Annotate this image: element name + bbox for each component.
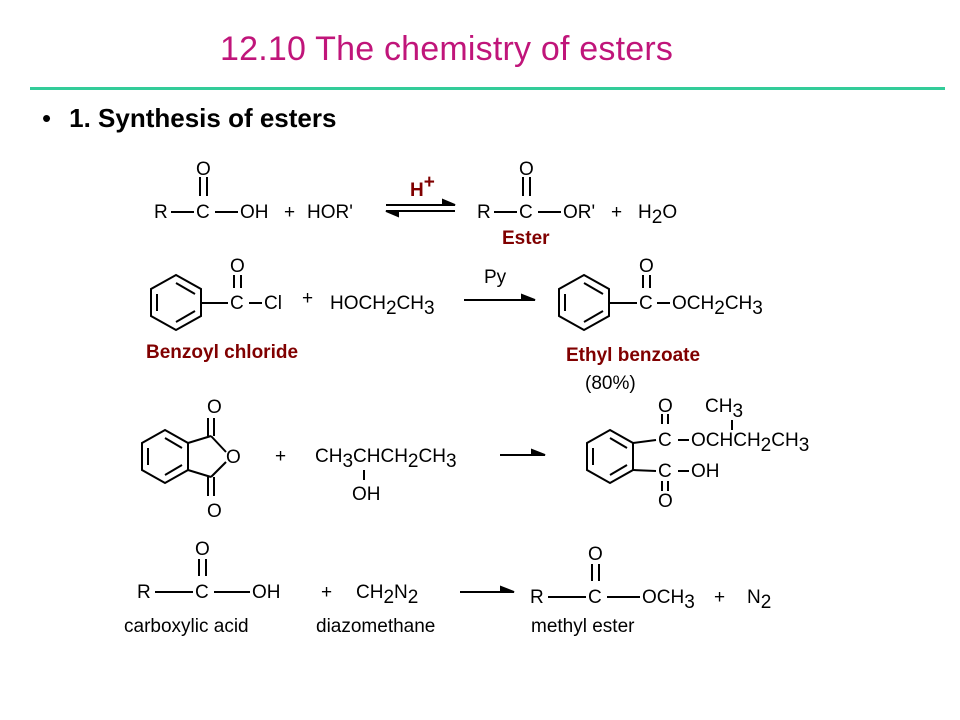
r3-bond [632,469,657,472]
r2-product-ring [558,273,610,332]
bullet-text: 1. Synthesis of esters [69,103,337,133]
r2-product-ester: OCH2CH3 [672,293,763,319]
r1-acid-r: R [154,202,168,223]
r1-product-o: O [519,159,534,180]
r3-product-o-top: O [658,396,673,417]
r4-acid-o: O [195,539,210,560]
r4-plus: + [321,582,332,603]
title-divider [30,87,945,90]
r2-ring-double [583,282,604,295]
r3-plus: + [275,446,286,467]
r4-label-product: methyl ester [531,616,635,637]
r4-label-reagent: diazomethane [316,616,435,637]
r4-plus-2: + [714,587,725,608]
r2-product-c: C [639,293,653,314]
r2-arrowhead [521,293,536,301]
r3-o-top: O [207,397,222,418]
r1-water: H2O [638,202,677,228]
r4-acid-c: C [195,582,209,603]
r3-bond [210,435,227,453]
r4-arrowhead [500,585,515,593]
r3-alcohol-oh: OH [352,484,381,505]
r1-product-or: OR' [563,202,595,223]
r4-reagent: CH2N2 [356,582,418,608]
reaction-1: R C OH O + HOR' H+ R C OR' O + H2O Ester [154,159,677,249]
r3-ring-double [164,437,183,449]
r2-ring-double [175,282,196,295]
r2-product-o: O [639,256,654,277]
reaction-4: R C OH O + CH2N2 R C OCH3 O + N2 carboxy… [124,539,771,637]
r1-plus-2: + [611,202,622,223]
r3-ring-o: O [226,447,241,468]
slide-title: 12.10 The chemistry of esters [220,30,674,68]
r1-plus: + [284,202,295,223]
r2-cl: Cl [264,293,282,314]
reaction-3: O O O + CH3CHCH2CH3 OH C O OCHCH2CH3 CH3… [141,396,809,522]
r1-product-label: Ester [502,228,550,249]
r3-product-ch3: CH3 [705,396,743,422]
r3-bond [187,469,212,478]
r4-acid-r: R [137,582,151,603]
bullet-dot: • [42,103,52,133]
r2-product-label: Ethyl benzoate [566,345,700,366]
r2-ring-double [583,310,604,323]
r3-arrowhead [531,448,546,456]
r3-bond [187,435,212,444]
r3-product-o-bottom: O [658,491,673,512]
r2-catalyst: Py [484,267,507,288]
r3-product-ester: OCHCH2CH3 [691,430,809,456]
r4-product-c: C [588,587,602,608]
r3-product-c-bottom: C [658,461,672,482]
r3-ring-double [164,464,183,476]
r4-byproduct: N2 [747,587,771,613]
r4-label-acid: carboxylic acid [124,616,249,637]
r3-ring-double [609,437,628,449]
r4-acid-oh: OH [252,582,281,603]
r2-ring-double [175,310,196,323]
r2-plus: + [302,288,313,309]
r2-c: C [230,293,244,314]
r1-product-r: R [477,202,491,223]
r2-reactant-label: Benzoyl chloride [146,342,298,363]
r3-o-bottom: O [207,501,222,522]
r1-catalyst: H+ [410,172,435,201]
r2-alcohol: HOCH2CH3 [330,293,435,319]
bullet-heading: • 1. Synthesis of esters [42,103,336,134]
r3-product-c-top: C [658,430,672,451]
r1-acid-o: O [196,159,211,180]
r1-acid-oh: OH [240,202,269,223]
r4-product-r: R [530,587,544,608]
r1-alcohol: HOR' [307,202,353,223]
r1-acid-c: C [196,202,210,223]
r3-bond [632,439,657,444]
r4-product-ester: OCH3 [642,587,695,613]
r3-product-oh: OH [691,461,720,482]
reaction-2: C Cl O + HOCH2CH3 Py C OCH2CH3 O Benzoyl… [146,256,763,394]
r3-ring-double [609,464,628,476]
r2-o: O [230,256,245,277]
r1-reverse-arrowhead [385,210,399,218]
r2-yield: (80%) [585,373,636,394]
r1-forward-arrowhead [442,198,456,206]
r2-benzene-ring [150,273,202,332]
r3-alcohol: CH3CHCH2CH3 [315,446,457,472]
r3-bond [210,461,227,478]
r4-product-o: O [588,544,603,565]
r1-product-c: C [519,202,533,223]
